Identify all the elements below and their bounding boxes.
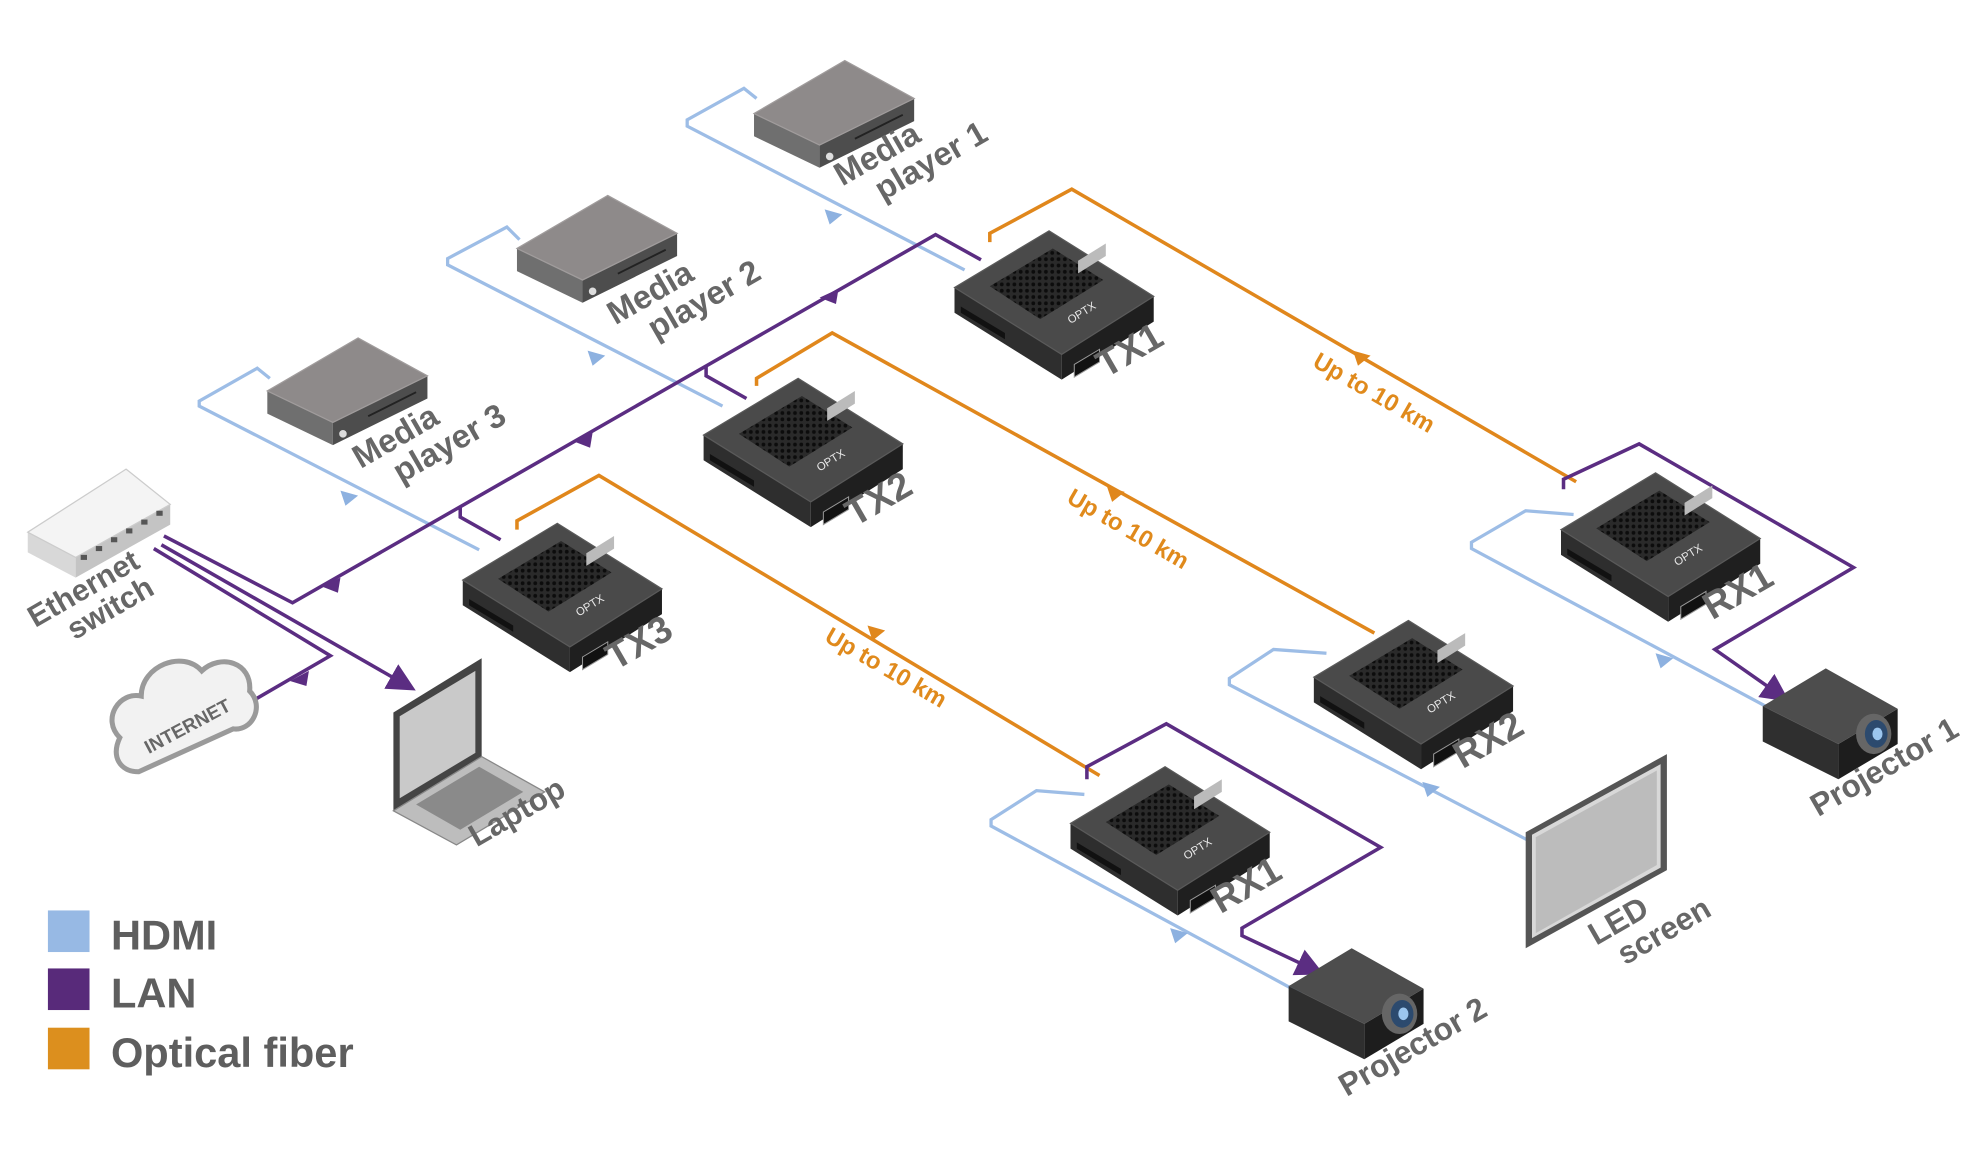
- rx1-bottom-extender: OPTX: [1069, 766, 1271, 917]
- led-screen: [1525, 754, 1667, 949]
- legend-label-fiber: Optical fiber: [111, 1029, 354, 1076]
- rx1-top-extender: OPTX: [1560, 472, 1761, 623]
- fiber-cables: [515, 187, 1578, 778]
- tx1-extender: OPTX: [953, 230, 1155, 381]
- legend-label-lan: LAN: [111, 970, 196, 1017]
- internet-cloud: INTERNET: [109, 658, 259, 775]
- legend: HDMI LAN Optical fiber: [47, 910, 354, 1076]
- tx3-extender: OPTX: [462, 522, 663, 673]
- flow-arrows: [290, 209, 1674, 944]
- hdmi-cables: [197, 86, 1772, 996]
- distance-label-tx3: Up to 10 km: [820, 622, 951, 713]
- rx2-extender: OPTX: [1313, 619, 1514, 770]
- legend-swatch-hdmi: [47, 910, 90, 953]
- distance-label-tx1: Up to 10 km: [1308, 348, 1439, 439]
- legend-swatch-fiber: [47, 1027, 90, 1070]
- ethernet-switch: [26, 468, 172, 578]
- legend-label-hdmi: HDMI: [111, 912, 217, 959]
- laptop: [392, 658, 546, 846]
- lan-cables: [152, 232, 1858, 976]
- legend-swatch-lan: [47, 968, 90, 1011]
- tx2-extender: OPTX: [702, 377, 904, 528]
